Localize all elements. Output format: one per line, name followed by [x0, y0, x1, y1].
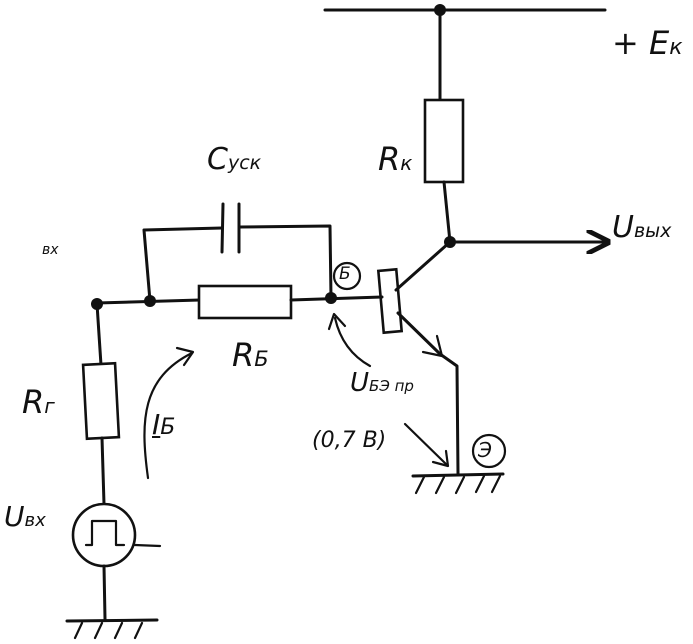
base-resistor-body: [197, 284, 293, 320]
speedup-capacitor-label: Cуск: [207, 142, 262, 177]
pulse-source-tail: [133, 543, 162, 548]
input-voltage-label: Uвх: [4, 500, 46, 533]
be-voltage-arrowhead-top: [327, 312, 347, 331]
source-wire-middle: [100, 436, 106, 506]
base-current-label: IБ: [152, 408, 176, 441]
be-voltage-arrowhead-bottom: [431, 449, 450, 468]
pulse-waveform: [84, 519, 126, 547]
emitter-node-circle: [471, 433, 507, 469]
capacitor-plate-left: [220, 202, 225, 254]
collector-wire-bottom: [442, 180, 452, 244]
input-node-label: вх: [42, 242, 59, 258]
source-ground-line: [65, 618, 159, 623]
be-voltage-arrow: [333, 316, 372, 368]
source-wire-top: [95, 302, 103, 367]
source-resistor-label: Rг: [22, 383, 55, 421]
emitter-ground-hatch: [414, 474, 502, 495]
capacitor-right-wire: [238, 224, 333, 300]
pulse-source-circle: [71, 502, 137, 568]
transistor-collector-lead: [394, 240, 452, 292]
emitter-wire: [438, 352, 460, 476]
capacitor-left-wire: [142, 226, 224, 303]
base-current-arrow: [143, 351, 194, 480]
be-voltage-value-label: (0,7 В): [312, 428, 387, 453]
base-node-label: Б: [339, 264, 351, 284]
source-wire-bottom: [102, 564, 107, 621]
source-ground-hatch: [73, 621, 144, 640]
be-voltage-arrow-lower: [403, 422, 449, 467]
transistor-base-bar: [376, 267, 404, 335]
emitter-ground-line: [411, 472, 505, 478]
be-voltage-label: UБЭ пр: [350, 368, 414, 398]
base-current-arrowhead: [175, 346, 195, 367]
transistor-emitter-lead: [396, 311, 442, 356]
emitter-node-label: Э: [478, 438, 492, 462]
output-voltage-label: Uвых: [612, 210, 672, 245]
base-node-circle: [332, 261, 362, 291]
source-resistor-body: [81, 361, 121, 441]
collector-resistor-label: Rк: [378, 140, 413, 178]
base-resistor-label: RБ: [232, 336, 269, 374]
collector-resistor-body: [423, 98, 465, 184]
supply-label: + Eк: [612, 24, 683, 62]
